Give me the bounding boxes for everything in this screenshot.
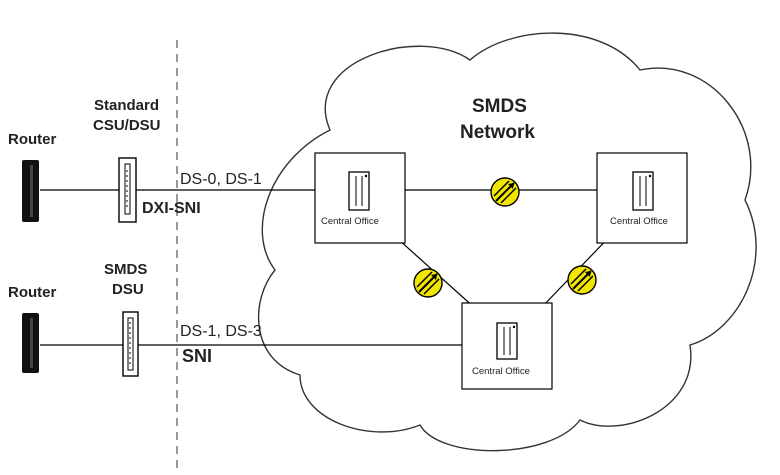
csu-dsu-label-line1: Standard [94, 97, 159, 114]
cloud-title-line1: SMDS [472, 96, 527, 117]
smds-dsu-label-line2: DSU [112, 281, 144, 298]
central-office-right [596, 152, 688, 244]
csu-dsu-label-line2: CSU/DSU [93, 117, 161, 134]
central-office-left-label: Central Office [321, 216, 379, 227]
top-link-rate-label: DS-0, DS-1 [180, 171, 262, 188]
central-office-bottom [461, 302, 553, 390]
csu-dsu-device [118, 157, 137, 223]
switch-icon [567, 265, 597, 295]
cloud-title-line2: Network [460, 122, 535, 143]
router-top [22, 160, 39, 222]
bottom-interface-label: SNI [182, 346, 212, 366]
smds-dsu-device [122, 311, 139, 377]
switch-icon [413, 268, 443, 298]
bottom-link-rate-label: DS-1, DS-3 [180, 323, 262, 340]
top-interface-label: DXI-SNI [142, 200, 201, 217]
central-office-bottom-label: Central Office [472, 366, 530, 377]
smds-dsu-label-line1: SMDS [104, 261, 147, 278]
router-bottom-label: Router [8, 284, 56, 301]
central-office-left [314, 152, 406, 244]
smds-network-cloud [257, 32, 757, 452]
router-top-label: Router [8, 131, 56, 148]
central-office-right-label: Central Office [610, 216, 668, 227]
router-bottom [22, 313, 39, 373]
switch-icon [490, 177, 520, 207]
